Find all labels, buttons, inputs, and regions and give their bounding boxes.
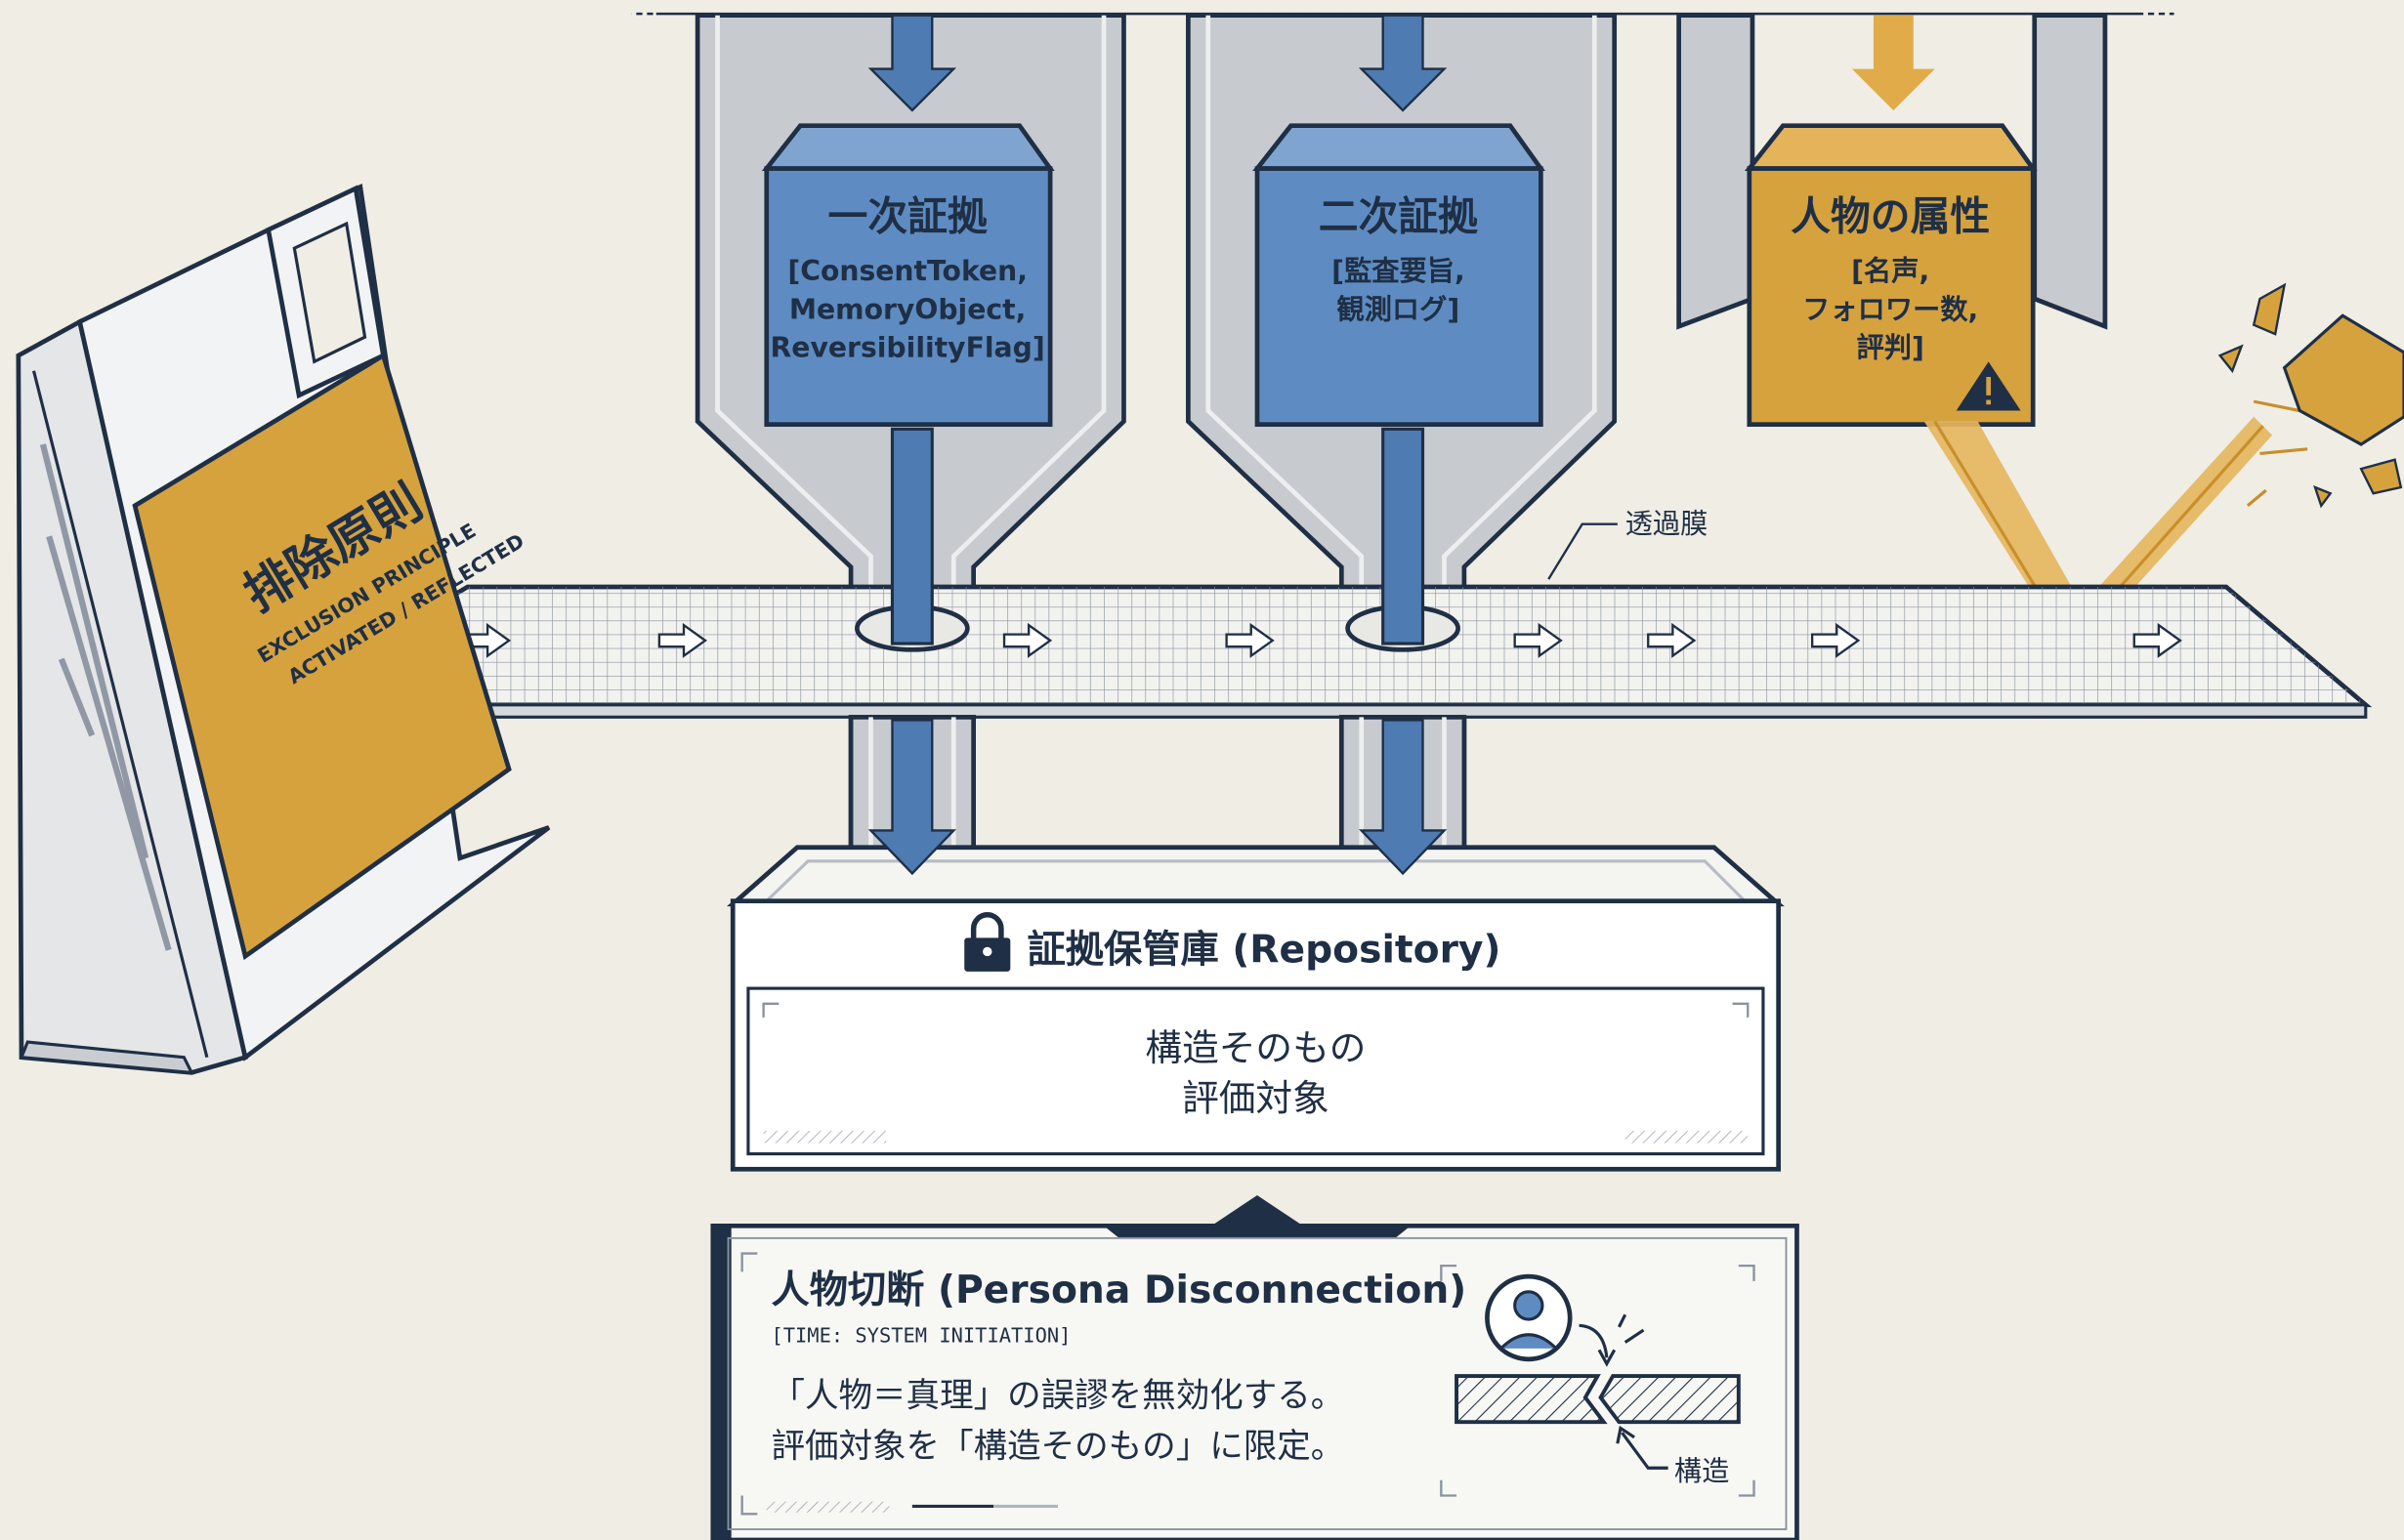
warning-icon — [1956, 361, 2021, 411]
primary-evidence-title: 一次証拠 — [828, 192, 988, 239]
persona-attributes-line-1: [名声, — [1851, 255, 1929, 287]
primary-evidence-line-1: [ConsentToken, — [787, 255, 1028, 287]
persona-disconnection-panel: 人物切断 (Persona Disconnection) [TIME: SYST… — [710, 1194, 1799, 1540]
persona-attributes-title: 人物の属性 — [1791, 192, 1990, 239]
membrane-label: 透過膜 — [1547, 508, 1708, 580]
repository-title: 証拠保管庫 (Repository) — [1028, 928, 1501, 972]
persona-panel-line-1: 「人物＝真理」の誤謬を無効化する。 — [771, 1376, 1344, 1415]
persona-panel-time-tag: [TIME: SYSTEM INITIATION] — [771, 1324, 1071, 1348]
persona-attributes-box: 人物の属性 [名声, フォロワー数, 評判] — [1744, 123, 2038, 428]
primary-evidence-line-3: ReversibilityFlag] — [771, 332, 1045, 364]
membrane-label-text: 透過膜 — [1625, 508, 1708, 540]
arrow-down-icon — [1851, 15, 1935, 110]
arrow-down-icon — [1358, 14, 1448, 112]
persona-panel-title: 人物切断 (Persona Disconnection) — [771, 1269, 1466, 1312]
hopper-attributes — [1676, 13, 2108, 330]
disconnection-illustration: 構造 — [1440, 1264, 1755, 1497]
repository-line-2: 評価対象 — [1182, 1077, 1329, 1120]
repository-inner-panel: 構造そのもの 評価対象 — [746, 986, 1765, 1156]
structure-label: 構造 — [1674, 1455, 1729, 1487]
shattered-fragments — [2217, 282, 2404, 509]
arrow-down-icon — [867, 14, 957, 112]
exclusion-sign: 排除原則 EXCLUSION PRINCIPLE ACTIVATED / REF… — [16, 183, 551, 1075]
user-icon — [1485, 1273, 1573, 1362]
primary-evidence-line-2: MemoryObject, — [789, 293, 1026, 325]
filter-membrane — [260, 584, 2373, 719]
secondary-evidence-line-2: 観測ログ] — [1336, 293, 1459, 325]
persona-attributes-line-2: フォロワー数, — [1802, 293, 1978, 325]
repository-line-1: 構造そのもの — [1145, 1026, 1366, 1069]
lock-icon — [964, 912, 1011, 972]
secondary-evidence-line-1: [監査要旨, — [1331, 255, 1465, 287]
secondary-evidence-title: 二次証拠 — [1319, 192, 1478, 239]
broken-structure-icon — [1455, 1374, 1741, 1425]
arrow-down-icon — [1358, 719, 1448, 876]
flow-arrow-icons — [461, 622, 2182, 658]
persona-attributes-line-3: 評判] — [1857, 332, 1924, 364]
persona-panel-line-2: 評価対象を「構造そのもの」に限定。 — [771, 1427, 1344, 1466]
secondary-evidence-box: 二次証拠 [監査要旨, 観測ログ] — [1252, 123, 1545, 428]
primary-evidence-box: 一次証拠 [ConsentToken, MemoryObject, Revers… — [761, 123, 1055, 428]
arrow-down-icon — [867, 719, 957, 876]
